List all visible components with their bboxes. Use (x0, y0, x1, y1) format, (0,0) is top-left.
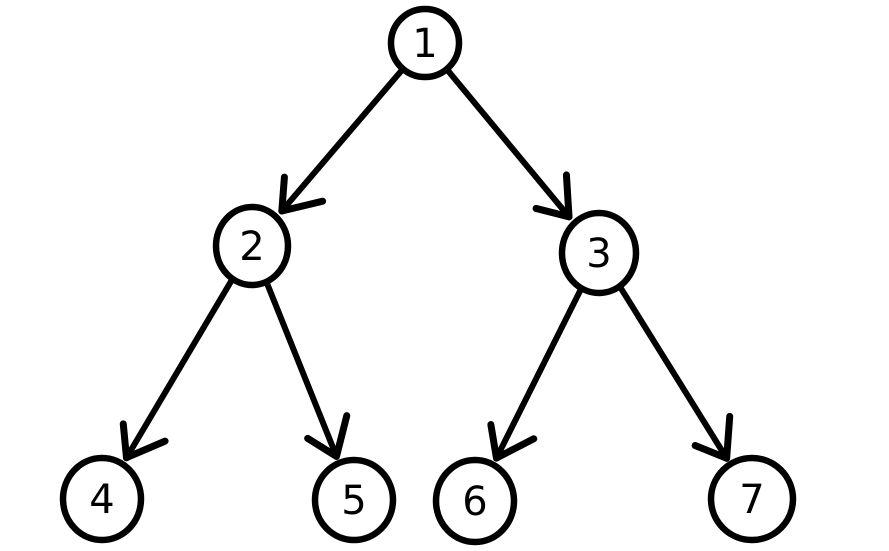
node-label: 5 (341, 478, 366, 524)
arrowhead-barb (691, 441, 731, 462)
arrowhead-barb (532, 204, 573, 221)
edge-line (444, 67, 573, 220)
node-circle (212, 203, 292, 289)
arrowhead-barb (278, 197, 327, 215)
tree-node-3: 3 (558, 209, 640, 297)
arrowhead-barb (332, 412, 351, 460)
arrowhead-barb (119, 420, 130, 462)
node-circle (387, 5, 463, 81)
node-label: 3 (586, 231, 611, 277)
edge-1-3 (444, 67, 573, 221)
edge-2-4 (119, 278, 235, 462)
node-label: 1 (412, 21, 437, 67)
arrowhead-barb (562, 171, 573, 221)
edge-line (264, 281, 340, 460)
edge-1-2 (278, 67, 405, 215)
tree-node-5: 5 (311, 456, 397, 544)
tree-node-6: 6 (432, 456, 518, 546)
tree-node-4: 4 (59, 454, 145, 544)
edge-2-5 (264, 281, 351, 460)
node-circle (558, 209, 640, 297)
arrowhead-barb (723, 412, 734, 462)
tree-node-7: 7 (707, 454, 797, 544)
edge-line (123, 278, 235, 461)
node-label: 6 (462, 479, 487, 525)
edge-line (618, 285, 730, 462)
node-label: 4 (89, 477, 114, 523)
arrowhead-barb (278, 173, 288, 215)
arrowhead-barb (122, 437, 169, 462)
node-label: 2 (239, 224, 264, 270)
node-circle (707, 454, 797, 544)
node-label: 7 (739, 477, 764, 523)
edge-3-6 (487, 287, 584, 462)
node-circle (311, 456, 397, 544)
arrowhead-barb (492, 435, 538, 462)
arrowhead-barb (304, 434, 340, 460)
edge-line (493, 287, 584, 462)
tree-node-2: 2 (212, 203, 292, 289)
arrowhead-barb (487, 421, 500, 462)
edge-3-7 (618, 285, 734, 462)
node-circle (59, 454, 145, 544)
tree-node-1: 1 (387, 5, 463, 81)
node-circle (432, 456, 518, 546)
edge-line (278, 67, 405, 214)
